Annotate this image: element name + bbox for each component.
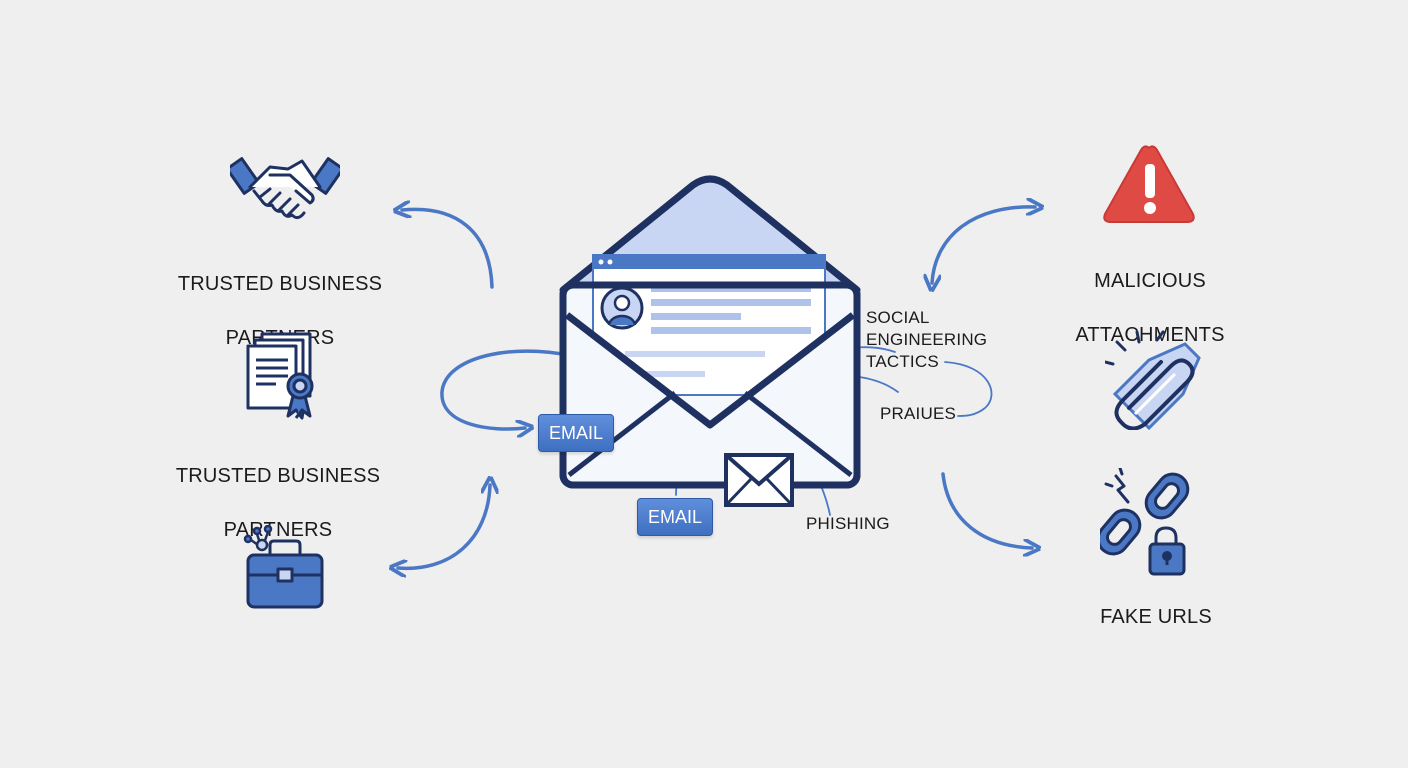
arrow-briefcase-double [398,485,490,568]
thin-connector-7 [944,361,993,417]
open-envelope-icon [559,175,861,489]
label-social-engineering: SOCIAL ENGINEERING TACTICS [866,308,988,371]
label-praiues: PRAIUES [880,404,957,423]
broken-chain-lock-icon [1100,468,1190,576]
left-label-1-line1: TRUSTED BUSINESS [177,273,383,295]
email-tag-bottom: EMAIL [637,498,714,536]
arrow-to-fake-urls [941,472,1032,548]
left-label-2: TRUSTED BUSINESS PARTNERS [158,436,398,544]
right-label-1-line2: ATTACHMENTS [1075,324,1225,346]
left-label-2-line2: PARTNERS [223,519,333,541]
right-label-1: MALICIOUS ATTACHMENTS [1040,241,1260,349]
handshake-icon [230,157,340,220]
arrow-loop-email [440,349,592,429]
email-tag-left: EMAIL [538,414,615,452]
certificate-document-icon [246,332,314,420]
warning-triangle-icon [1103,145,1195,223]
briefcase-icon [243,525,324,609]
right-label-3: FAKE URLS [1100,606,1212,628]
paperclip-icon [1105,330,1201,430]
arrow-right-top-double [932,207,1035,283]
label-phishing: PHISHING [806,514,890,533]
small-mail-icon [724,453,794,507]
left-label-2-line1: TRUSTED BUSINESS [175,465,381,487]
right-label-1-line1: MALICIOUS [1094,270,1206,292]
arrow-to-partners [402,209,494,289]
